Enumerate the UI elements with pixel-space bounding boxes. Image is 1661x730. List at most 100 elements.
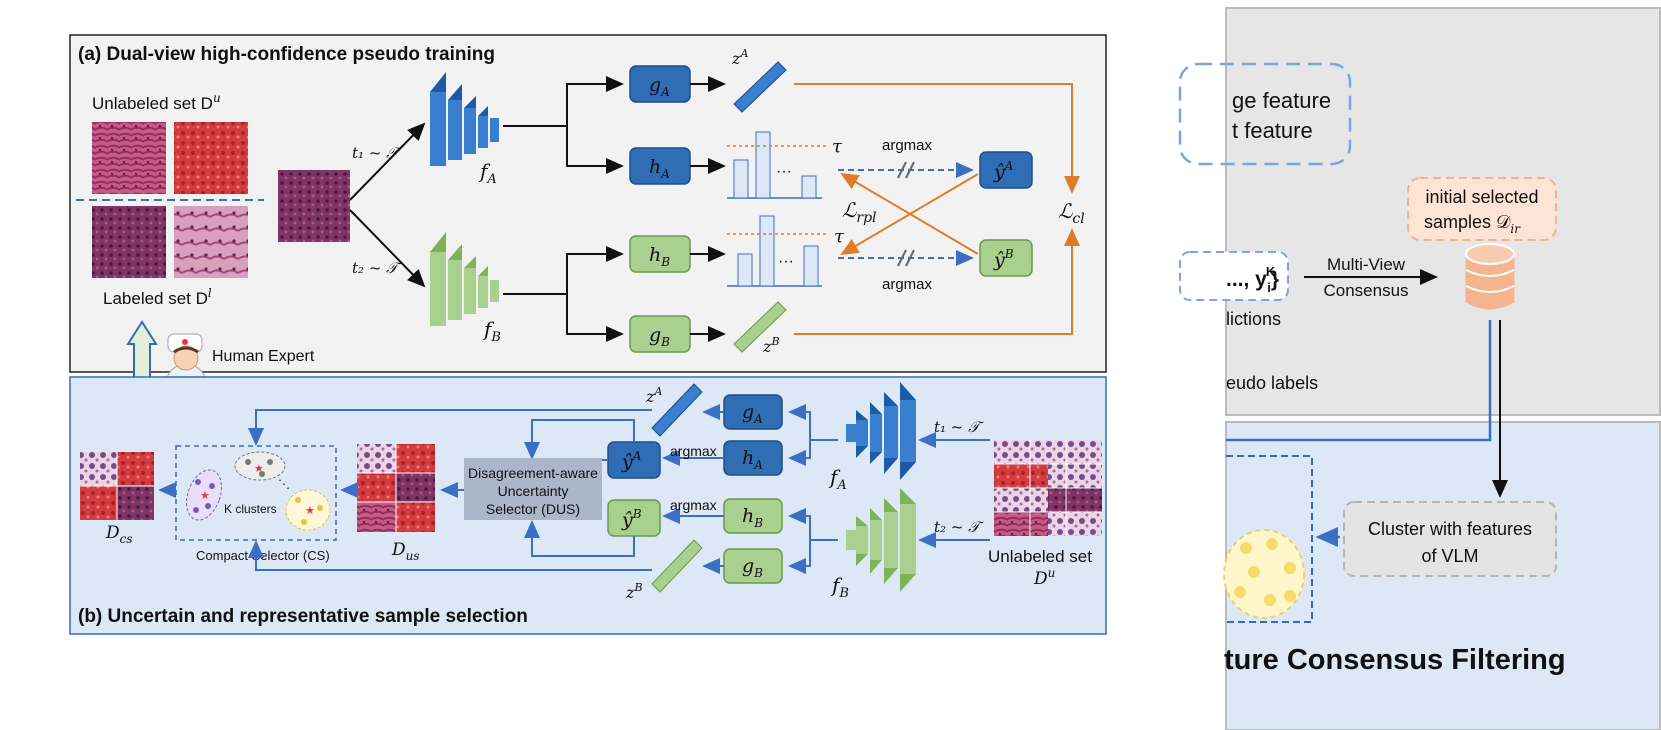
right-panel: ge feature t feature initial selected sa… — [1178, 7, 1661, 730]
argmax-label-bb: argmax — [670, 497, 717, 513]
arrow-t2 — [349, 209, 426, 288]
unlabeled-pool-grid — [994, 440, 1102, 536]
cluster-graphic-right — [1223, 529, 1305, 619]
panel-b-title: (b) Uncertain and representative sample … — [78, 606, 528, 627]
dus-line-2: Uncertainty — [498, 483, 569, 499]
orange-arrow-zb-lcl — [794, 228, 1080, 335]
hb-label: hB — [649, 244, 670, 269]
labeled-set-label: Labeled set Dl — [103, 286, 212, 308]
panel-a-frame — [69, 34, 1107, 373]
multi-view-line-1: Multi-View — [1327, 255, 1406, 274]
za-label: zA — [731, 47, 748, 68]
yb-label-b: ŷB — [621, 507, 642, 531]
arrow-fa-ga — [788, 404, 838, 441]
cluster-line-1: Cluster with features — [1368, 519, 1532, 539]
panel-b: (b) Uncertain and representative sample … — [69, 376, 1107, 635]
dus-box — [464, 458, 602, 520]
k-clusters-label: K clusters — [224, 502, 277, 516]
argmax-label-ba: argmax — [670, 443, 717, 459]
arrow-fb-gb — [788, 540, 811, 574]
right-footer-title: ture Consensus Filtering — [1224, 644, 1566, 676]
tau-b-label: τ — [834, 226, 845, 247]
za-label-b: zA — [645, 385, 662, 406]
unlabeled-set-label: Unlabeled set Du — [92, 91, 221, 113]
ellipsis-b: ··· — [778, 253, 794, 270]
svg-text:★: ★ — [254, 463, 264, 475]
t2-label: t₂ ~ 𝒯 — [352, 259, 402, 277]
feature-za — [733, 61, 787, 113]
argmax-label-a: argmax — [882, 137, 933, 154]
predictions-box — [1179, 251, 1289, 301]
panel-a: (a) Dual-view high-confidence pseudo tra… — [69, 34, 1107, 373]
encoder-fb-b — [846, 488, 916, 592]
du-label: Du — [1033, 566, 1055, 589]
dcs-grid — [80, 452, 154, 520]
gb-label: gB — [649, 324, 670, 349]
feature-zb-b — [651, 539, 703, 593]
arrow-zb-cs — [248, 540, 652, 571]
feature-box — [1178, 62, 1352, 166]
argmax-label-b: argmax — [882, 276, 933, 293]
dus-line-1: Disagreement-aware — [468, 465, 598, 481]
cluster-line-2: of VLM — [1421, 546, 1478, 566]
t1-label-b: t₁ ~ 𝒯 — [934, 418, 984, 436]
arrow-ya-dus — [532, 419, 635, 460]
ha-label: hA — [649, 156, 670, 181]
arrow-to-ha — [566, 126, 624, 174]
ga-label-b: gA — [742, 401, 763, 426]
yb-box — [979, 239, 1033, 277]
svg-text:★: ★ — [200, 490, 210, 502]
blue-feedback-line — [1226, 320, 1492, 442]
stop-gradient-a — [897, 161, 915, 179]
ellipsis-a: ··· — [776, 163, 792, 180]
arrow-t1 — [349, 122, 426, 201]
arrow-to-hb — [503, 246, 624, 295]
tissue-image — [174, 122, 248, 194]
t1-label: t₁ ~ 𝒯 — [352, 144, 402, 162]
feature-za-b — [651, 383, 703, 437]
gb-label-b: gB — [742, 555, 763, 580]
dus-line-3: Selector (DUS) — [486, 501, 580, 517]
arrow-to-ga — [503, 76, 624, 127]
encoder-fa-b — [846, 382, 916, 480]
t2-label-b: t₂ ~ 𝒯 — [934, 518, 984, 536]
tissue-image — [92, 206, 166, 278]
feature-line-2: t feature — [1232, 118, 1313, 143]
initial-selected-line-1: initial selected — [1425, 187, 1538, 207]
arrow-za-cs — [248, 409, 652, 446]
arrow-to-gb — [566, 294, 624, 342]
svg-text:★: ★ — [305, 505, 315, 517]
compact-selector-label: Compact Selector (CS) — [196, 548, 330, 563]
svg-text:⋱: ⋱ — [278, 477, 290, 491]
input-image — [278, 170, 350, 242]
tau-a-label: τ — [832, 136, 843, 157]
ya-box — [979, 151, 1033, 189]
encoder-fa — [430, 72, 499, 166]
initial-selected-line-2: samples 𝒟ir — [1424, 212, 1521, 236]
histogram-b — [727, 215, 828, 287]
panel-a-title: (a) Dual-view high-confidence pseudo tra… — [78, 44, 495, 65]
human-expert-label: Human Expert — [212, 348, 315, 365]
feature-zb — [733, 301, 787, 353]
yb-label: ŷB — [993, 247, 1014, 271]
arrow-fa-ha — [788, 440, 811, 466]
l-rpl-label: ℒrpl — [842, 198, 877, 226]
cluster-result-box — [1226, 455, 1313, 623]
zb-label: zB — [762, 335, 780, 356]
predictions-label: lictions — [1226, 309, 1281, 329]
d-us-label: Dus — [391, 540, 420, 563]
database-icon — [1465, 243, 1515, 310]
dus-set-grid — [357, 444, 435, 532]
multi-view-line-2: Consensus — [1323, 281, 1408, 300]
zb-label-b: zB — [625, 581, 643, 602]
histogram-a — [727, 131, 828, 199]
pseudo-labels-label: eudo labels — [1226, 373, 1318, 393]
ha-label-b: hA — [742, 447, 763, 472]
feature-line-1: ge feature — [1232, 88, 1331, 113]
initial-selected-box — [1407, 177, 1557, 241]
arrow-fb-hb — [788, 508, 838, 541]
d-cs-label: Dcs — [105, 523, 133, 546]
hb-label-b: hB — [742, 505, 763, 530]
